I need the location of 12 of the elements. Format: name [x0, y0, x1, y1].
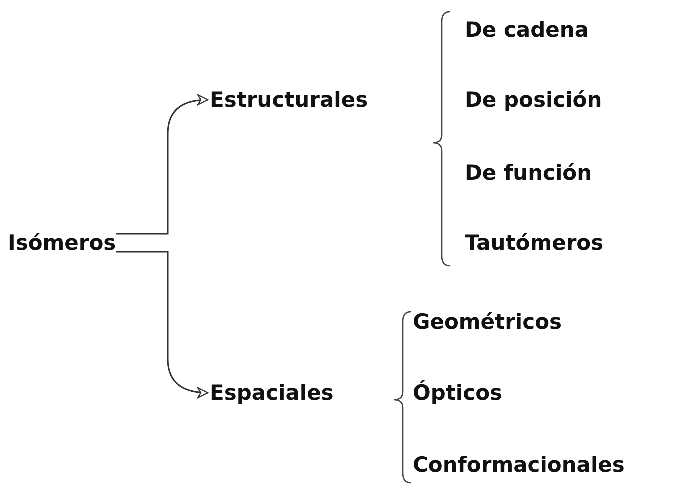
category-label: De posición [465, 87, 602, 113]
arrow [116, 251, 209, 398]
category-label: Conformacionales [413, 452, 625, 478]
category-label: Ópticos [413, 380, 502, 406]
category-label: Isómeros [8, 230, 116, 256]
category-label: Espaciales [210, 380, 334, 406]
category-label: Tautómeros [465, 230, 604, 256]
category-label: De cadena [465, 17, 590, 43]
category-label: Estructurales [210, 87, 368, 113]
category-label: De función [465, 160, 592, 186]
category-label: Geométricos [413, 309, 562, 335]
arrow [116, 94, 209, 235]
